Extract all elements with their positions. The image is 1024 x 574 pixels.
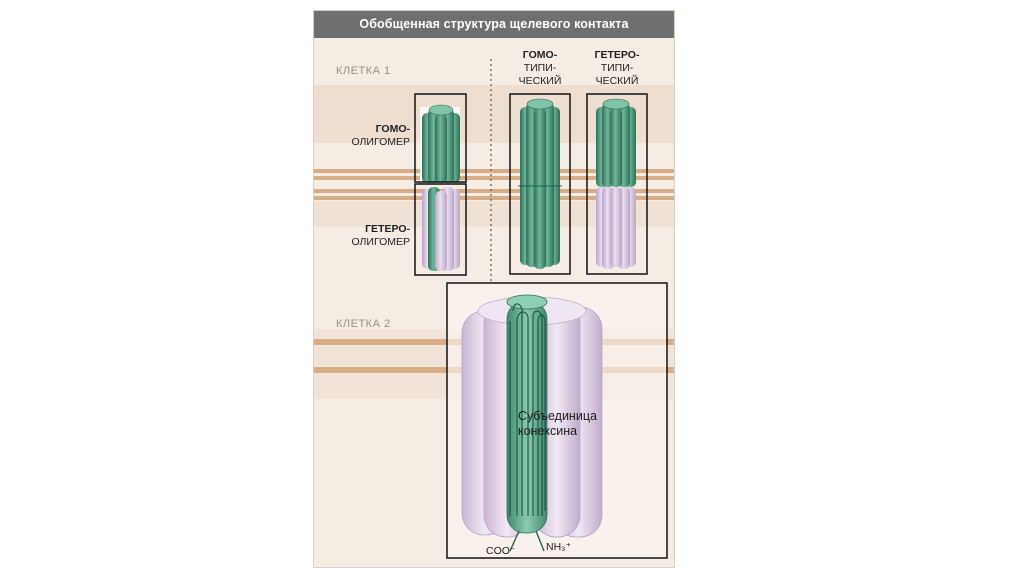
hetero-oligomer-label: ГЕТЕРО- ОЛИГОМЕР: [351, 223, 410, 248]
heterotypic-label: ГЕТЕРО- ТИПИ- ЧЕСКИЙ: [594, 49, 640, 87]
homotypic-model: [509, 93, 571, 275]
figure-title: Обобщенная структура щелевого контакта: [314, 11, 674, 38]
hetero-oligomer-model: [414, 183, 467, 276]
homotypic-label: ГОМО- ТИПИ- ЧЕСКИЙ: [518, 49, 562, 87]
connexon-detail: [446, 282, 668, 559]
c-terminus-label: COO⁻: [486, 545, 516, 557]
connexin-subunit-label: Субъединица конексина: [518, 409, 597, 438]
homo-oligomer-model: [414, 93, 467, 183]
diagram-canvas: [314, 59, 674, 559]
homo-oligomer-label: ГОМО- ОЛИГОМЕР: [351, 123, 410, 148]
gap-junction-figure: Обобщенная структура щелевого контакта: [313, 10, 675, 568]
cell1-label: КЛЕТКА 1: [336, 65, 391, 77]
cell2-label: КЛЕТКА 2: [336, 318, 391, 330]
heterotypic-model: [586, 93, 648, 275]
n-terminus-label: NH₃⁺: [546, 541, 571, 553]
